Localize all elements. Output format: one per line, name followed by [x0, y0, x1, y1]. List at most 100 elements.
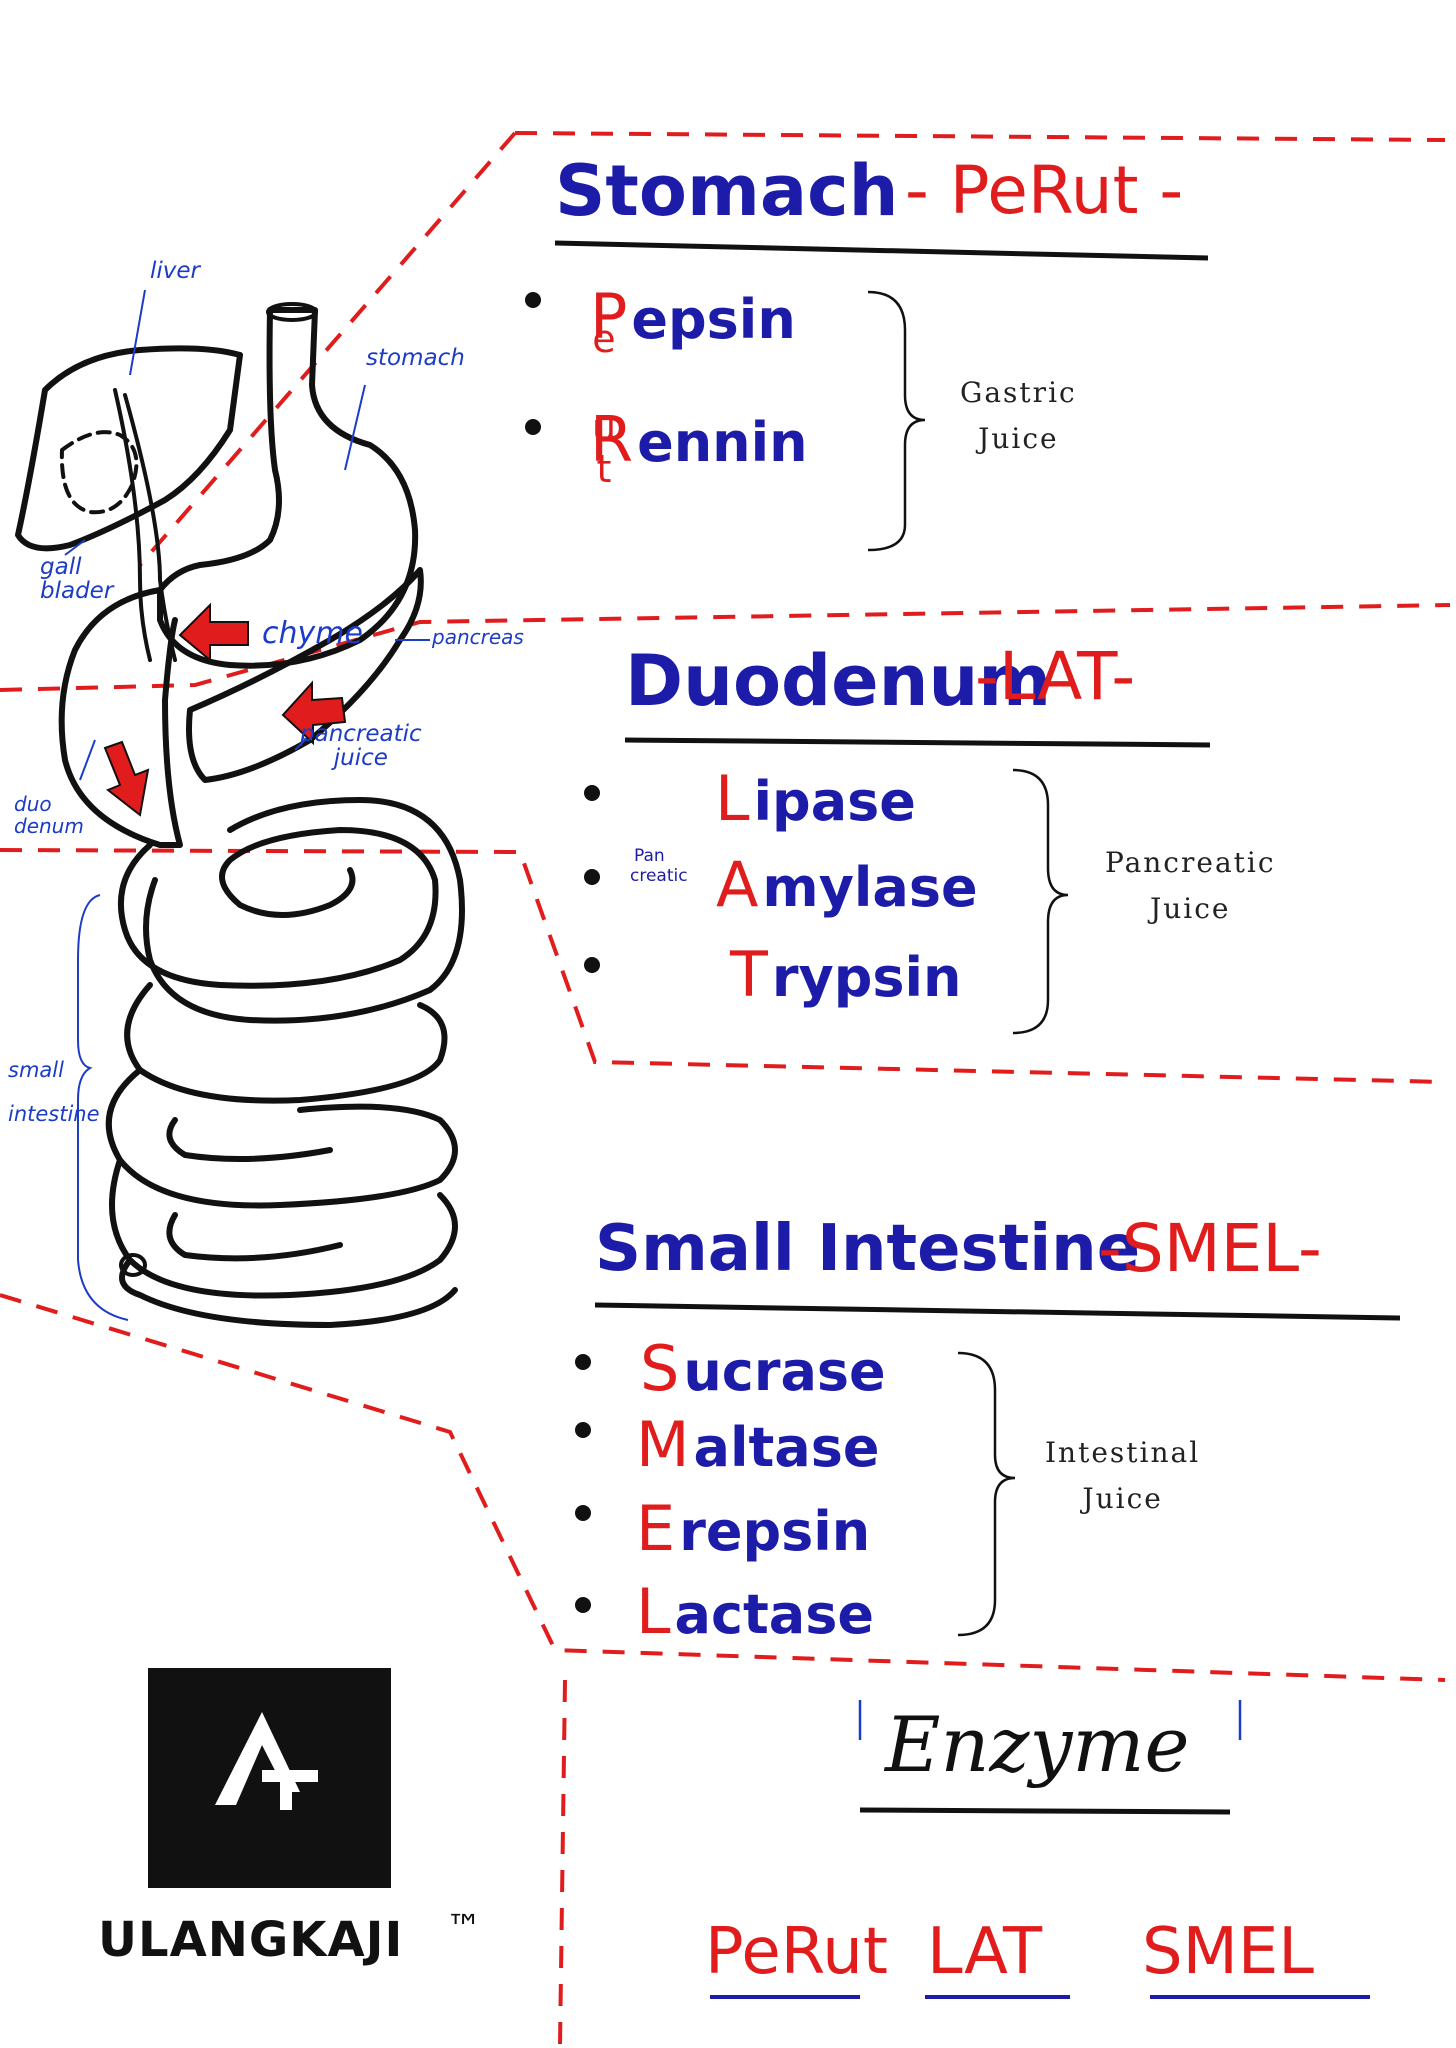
acrostic-letter: u [592, 406, 617, 450]
summary-perut: PeRut [705, 1915, 888, 1989]
duodenum-label-line2: denum [14, 814, 84, 838]
pancreatic-juice-arrow [281, 680, 347, 746]
bullet [525, 292, 541, 308]
acrostic-letter: e [592, 317, 616, 361]
intestinal-bracket [957, 1351, 1016, 1637]
bullet [584, 869, 600, 885]
liver-label: liver [150, 258, 200, 284]
duodenum-label: duo denum [14, 793, 84, 837]
chyme-arrow [178, 602, 249, 663]
smel-underline [1150, 1995, 1370, 1999]
enzyme-rest: rypsin [771, 946, 962, 1009]
enzyme-trypsin: Trypsin [730, 938, 961, 1011]
gastric-juice-label: Gastric Juice [960, 370, 1077, 462]
pancreatic-juice-text: Pancreatic Juice [1105, 840, 1276, 932]
enzyme-erepsin: Erepsin [636, 1492, 870, 1565]
enzyme-maltase: Maltase [636, 1408, 879, 1481]
bullet [525, 419, 541, 435]
enzyme-rest: repsin [679, 1500, 871, 1563]
liver-shape [15, 345, 243, 552]
enzyme-initial: L [636, 1575, 671, 1648]
enzyme-rest: ipase [753, 770, 916, 833]
duodenum-label-line1: duo [14, 792, 52, 816]
enzyme-amylase: Amylase [716, 848, 978, 921]
stomach-diagonal-guide [138, 131, 517, 567]
summary-lat: LAT [927, 1915, 1043, 1989]
enzyme-initial: A [716, 848, 759, 921]
enzyme-underline [859, 1807, 1231, 1815]
duodenum-heading: Duodenum [625, 640, 1052, 722]
pancreatic-note-line2: creatic [630, 866, 688, 886]
enzyme-pepsin: Pepsin [590, 280, 796, 353]
brand-name: ULANGKAJI [98, 1912, 404, 1968]
bile-duct [113, 388, 177, 662]
gall-bladder-label-line1: gall [40, 554, 82, 580]
pancreatic-note: Pan creatic [630, 846, 688, 886]
enzyme-initial: P [590, 280, 628, 353]
bullet [584, 785, 600, 801]
gall-bladder-label: gall blader [40, 555, 113, 603]
bullet [575, 1422, 591, 1438]
pancreatic-bracket [1012, 768, 1069, 1035]
pancreas-label: pancreas [432, 625, 524, 649]
small-intestine-heading: Small Intestine [595, 1212, 1141, 1286]
stomach-label: stomach [366, 345, 465, 371]
enzyme-initial: E [636, 1492, 676, 1565]
enzyme-sucrase: Sucrase [640, 1332, 886, 1405]
lat-underline [925, 1995, 1070, 1999]
bullet [575, 1354, 591, 1370]
summary-smel: SMEL [1142, 1915, 1314, 1989]
duodenum-shape [58, 587, 183, 848]
enzyme-initial: M [636, 1408, 690, 1481]
chyme-label: chyme [262, 616, 363, 651]
bullets [525, 292, 600, 1613]
gall-bladder-label-line2: blader [40, 578, 114, 604]
pancreatic-note-line1: Pan [634, 846, 665, 866]
black-divider-lines [554, 240, 1401, 1815]
enzyme-rennin: Rennin [590, 403, 808, 476]
juice-line2: Juice [1150, 892, 1231, 925]
bullet [575, 1597, 591, 1613]
juice-line2: Juice [1082, 1482, 1163, 1515]
stomach-shape [157, 307, 419, 669]
small-intestine-label: small intestine [8, 1048, 100, 1136]
stomach-heading: Stomach [555, 150, 899, 232]
bullet [584, 957, 600, 973]
enzyme-rest: altase [693, 1416, 880, 1479]
esophagus-opening [266, 302, 318, 322]
intestine-bottom-guide [0, 1293, 1446, 1682]
enzyme-lactase: Lactase [636, 1575, 874, 1648]
bullet [575, 1505, 591, 1521]
juice-line2: Juice [978, 422, 1059, 455]
enzyme-rest: ucrase [683, 1340, 886, 1403]
enzyme-rest: ennin [637, 411, 808, 474]
small-intestine-lower [105, 982, 458, 1328]
enzyme-initial: L [715, 762, 750, 835]
duodenum-mnemonic: -LAT- [975, 638, 1136, 715]
liver-leader [129, 289, 146, 376]
chyme-arrows [103, 602, 347, 817]
summary-left-guide [558, 1679, 567, 2046]
duodenum-heading-rule [624, 737, 1211, 748]
small-intestine-mnemonic: -SMEL- [1098, 1210, 1322, 1287]
summary-title: Enzyme [885, 1700, 1190, 1789]
acrostic-letter: t [596, 447, 612, 491]
intestine-heading-rule [594, 1302, 1401, 1321]
enzyme-lipase: Lipase [715, 762, 916, 835]
perut-underline [710, 1995, 860, 1999]
duodenum-leader [79, 739, 96, 781]
pancreatic-juice-label-line1: pancreatic [300, 721, 422, 747]
stomach-top-guide [514, 131, 1446, 142]
enzyme-initial: R [590, 403, 634, 476]
juice-line1: Gastric [960, 376, 1077, 409]
small-intestine-brace [77, 894, 129, 1321]
trademark-symbol: ™ [446, 1908, 482, 1949]
enzyme-initial: T [730, 938, 768, 1011]
intestinal-juice-text: Intestinal Juice [1045, 1430, 1200, 1522]
enzyme-rest: actase [674, 1583, 875, 1646]
organs [15, 302, 465, 1328]
enzyme-rest: epsin [631, 288, 796, 351]
pancreatic-juice-label-line2: juice [333, 745, 388, 771]
pancreatic-juice-label: pancreatic juice [300, 722, 422, 770]
duodenum-arrow [103, 740, 150, 817]
